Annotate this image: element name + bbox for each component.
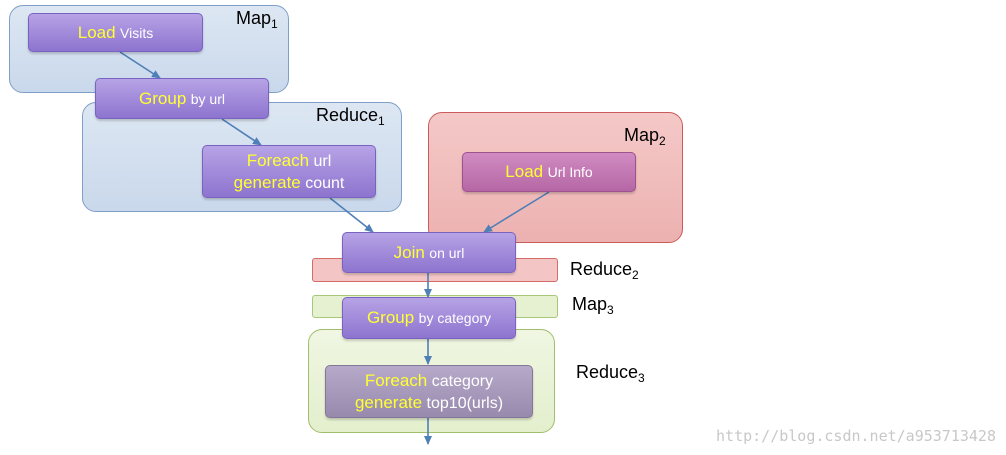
reduce3-label: Reduce3 (576, 362, 645, 385)
watermark-text: http://blog.csdn.net/a953713428 (716, 427, 996, 445)
arrow-load-to-group (119, 51, 161, 79)
arrow-foreach-to-join (329, 197, 374, 233)
foreach-arg: url (313, 152, 332, 170)
join-arg: on url (429, 244, 465, 261)
load-keyword: Load (77, 22, 116, 42)
join-keyword: Join (393, 242, 425, 262)
group-keyword: Group (139, 88, 187, 108)
load-keyword: Load (505, 162, 544, 181)
group-keyword: Group (366, 308, 415, 327)
map2-label: Map2 (624, 125, 666, 148)
foreach-keyword: Foreach (364, 370, 428, 390)
load-urlinfo-node: Load Url Info (462, 152, 636, 192)
load-visits-node: Load Visits (28, 13, 203, 52)
generate-keyword: generate (354, 392, 423, 412)
join-on-url-node: Join on url (342, 232, 516, 273)
arrow-group-to-foreach (221, 118, 262, 146)
map3-label: Map3 (572, 294, 614, 317)
reduce2-label: Reduce2 (570, 259, 639, 282)
reduce1-label: Reduce1 (316, 105, 385, 128)
map1-label: Map1 (236, 8, 278, 31)
foreach-keyword: Foreach (246, 150, 310, 170)
generate-arg: top10(urls) (426, 394, 504, 412)
generate-arg: count (305, 174, 345, 192)
arrow-urlinfo-to-join (483, 191, 550, 233)
group-by-url-node: Group by url (95, 78, 269, 119)
foreach-arg: category (431, 372, 494, 390)
group-by-category-node: Group by category (342, 297, 516, 339)
load-arg: Url Info (547, 164, 593, 180)
foreach-category-node: Foreach category generate top10(urls) (325, 365, 533, 418)
group-arg: by url (190, 90, 225, 107)
group-arg: by category (418, 310, 492, 326)
load-arg: Visits (120, 24, 154, 41)
foreach-url-node: Foreach url generate count (202, 145, 376, 198)
generate-keyword: generate (233, 172, 301, 192)
